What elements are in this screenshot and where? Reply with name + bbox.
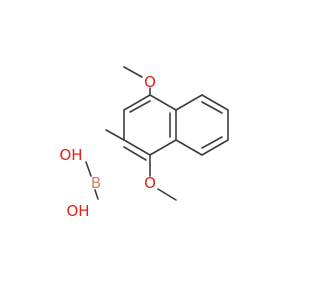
bond-c5-c6 <box>201 94 229 111</box>
boron-label: B <box>91 174 101 192</box>
bond-o-top-ch3 <box>123 66 143 78</box>
bond-c3-c4 <box>123 94 151 111</box>
structure-canvas: B OH OH O O <box>59 66 229 220</box>
bond-c1-c2 <box>123 139 151 156</box>
molecule-structure: B OH OH O O <box>59 66 229 220</box>
hydroxyl-bottom-label: OH <box>66 202 89 220</box>
methoxy-oxygen-bottom-label: O <box>144 174 156 192</box>
bond-c8-c8a <box>175 139 203 156</box>
bonds <box>85 66 229 201</box>
bond-c4-c4a <box>149 94 177 111</box>
bond-c1-c2-inner <box>123 146 147 161</box>
hydroxyl-top-label: OH <box>59 146 82 164</box>
bond-b-oh-top <box>85 161 92 177</box>
bond-c7-c8-inner <box>201 136 223 149</box>
bond-o-bottom-ch3 <box>157 188 177 201</box>
atom-labels: B OH OH O O <box>59 73 155 220</box>
bond-c7-c8 <box>201 139 229 156</box>
bond-c5-c6-inner <box>201 101 223 114</box>
bond-c8a-c1 <box>149 139 177 156</box>
methoxy-oxygen-top-label: O <box>144 73 156 91</box>
bond-c2-b <box>105 129 125 141</box>
bond-b-oh-bottom <box>94 189 99 200</box>
bond-c4a-c5 <box>175 94 203 111</box>
bond-c3-c4-inner <box>129 100 151 113</box>
